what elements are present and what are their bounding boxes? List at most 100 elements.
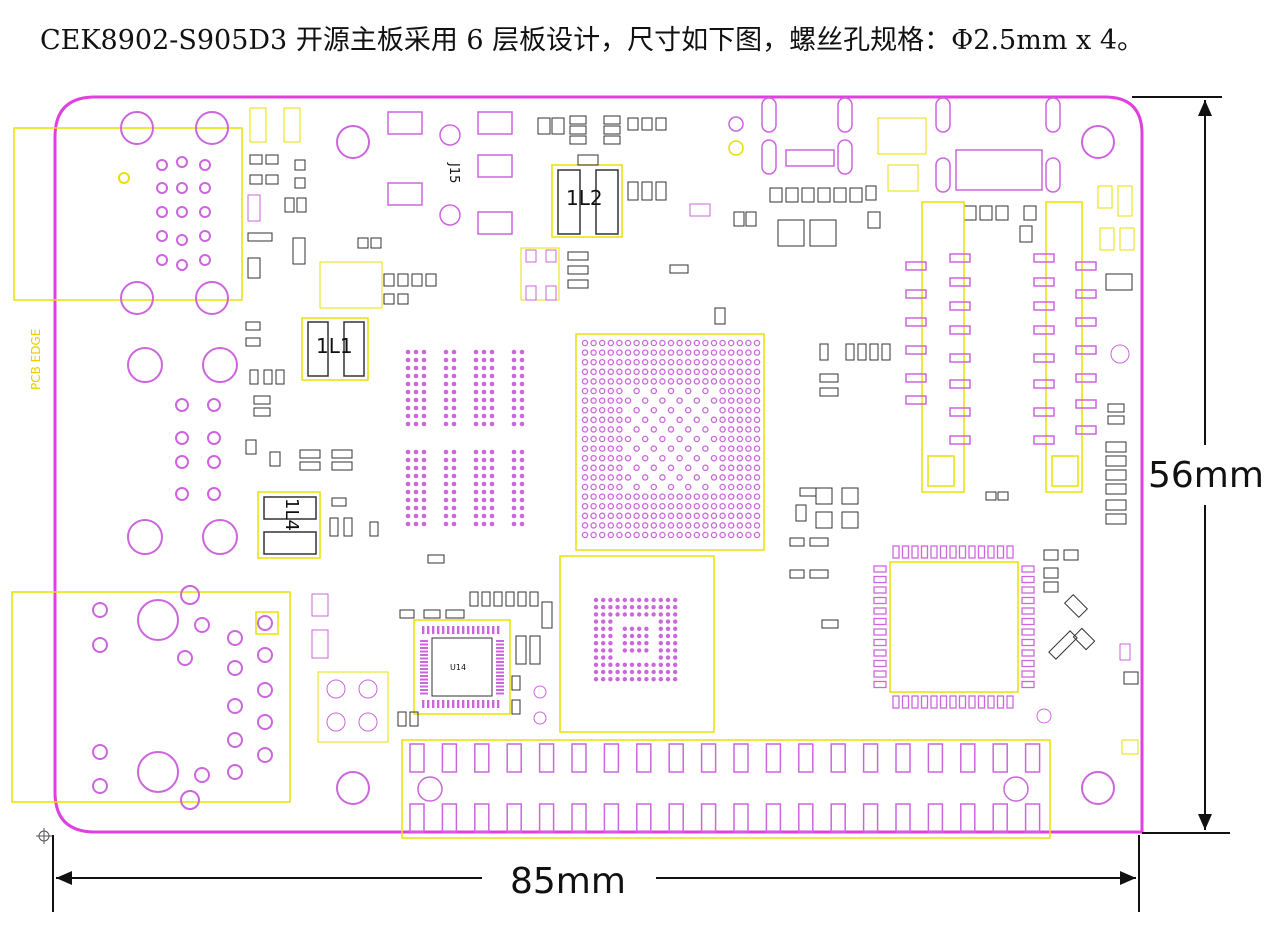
ddr-ball [481, 365, 487, 371]
soc-ball [719, 493, 726, 500]
u14-pin [427, 700, 430, 708]
soc-ball [624, 435, 632, 443]
soc-ball [684, 493, 692, 500]
soc-ball [598, 349, 606, 356]
soc-ball [684, 349, 692, 356]
emmc-ball [593, 612, 599, 617]
ddr-ball [413, 465, 419, 471]
soc-ball [693, 502, 701, 510]
u14-pin [420, 668, 428, 670]
qfn-pin [873, 586, 887, 594]
soc-ball [710, 531, 718, 539]
qfn-pin [958, 545, 967, 559]
soc-ball [624, 474, 632, 481]
emmc-ball [673, 648, 678, 653]
ddr-ball [413, 373, 419, 379]
soc-ball [650, 512, 658, 520]
soc-ball [676, 397, 683, 404]
soc-ball [753, 483, 761, 491]
soc-ball [676, 493, 683, 500]
soc-ball [727, 368, 735, 376]
soc-ball [650, 464, 658, 472]
u14-pin [420, 692, 428, 695]
soc-ball [736, 474, 744, 481]
ddr-ball [413, 449, 419, 455]
soc-ball [745, 426, 752, 433]
ddr-ball [443, 513, 449, 519]
u14-pin [482, 626, 485, 634]
u14-pin [496, 654, 504, 656]
soc-ball [659, 349, 666, 356]
inductor-1l2-label: 1L2 [566, 186, 603, 210]
soc-ball [667, 502, 675, 510]
soc-ball [650, 378, 658, 385]
qfn-pin [1021, 628, 1035, 636]
soc-ball [702, 512, 709, 520]
ddr-ball [519, 413, 525, 419]
soc-ball [745, 454, 752, 462]
soc-ball [753, 349, 761, 356]
soc-ball [702, 493, 709, 500]
ddr-ball [451, 505, 457, 511]
soc-bga-outline [575, 333, 765, 551]
ddr-ball [473, 521, 479, 527]
ddr-ball [405, 473, 411, 479]
ddr-ball [405, 481, 411, 487]
ddr-ball [405, 521, 411, 527]
emmc-ball [637, 626, 642, 631]
ddr-ball [413, 357, 419, 363]
ddr-ball [443, 397, 449, 403]
smd-pads-middle [789, 487, 1096, 724]
emmc-ball [673, 597, 678, 603]
emmc-ball [593, 662, 599, 667]
ddr-ball [481, 349, 487, 355]
soc-ball [641, 416, 649, 424]
soc-ball [710, 454, 718, 462]
qfn-pin [949, 545, 957, 559]
soc-ball [650, 522, 658, 529]
emmc-ball [673, 641, 678, 646]
emmc-ball [644, 648, 649, 653]
soc-ball [719, 349, 726, 356]
ddr-ball [481, 449, 487, 455]
soc-ball [702, 445, 709, 452]
qfn-pin [977, 695, 986, 709]
soc-ball [684, 483, 692, 491]
soc-ball [616, 531, 623, 539]
soc-ball [727, 426, 735, 433]
soc-ball [745, 368, 752, 376]
ddr-ball [511, 481, 517, 487]
ddr-ball [421, 513, 427, 519]
soc-ball [616, 358, 623, 366]
header-pin [441, 743, 458, 773]
emmc-ball [622, 641, 627, 646]
emmc-ball [615, 669, 620, 675]
soc-ball [745, 339, 752, 347]
soc-ball [753, 512, 761, 520]
soc-ball [753, 435, 761, 443]
qfn-pin [987, 695, 995, 709]
soc-ball [719, 531, 726, 539]
ddr-ball [481, 473, 487, 479]
soc-ball [590, 493, 597, 500]
soc-ball [590, 522, 597, 529]
emmc-ball [658, 641, 663, 646]
ddr-ball [443, 373, 449, 379]
inductor-1l4-label: 1L4 [281, 498, 302, 531]
soc-ball [598, 531, 606, 539]
header-pin [538, 803, 555, 833]
soc-ball [650, 349, 658, 356]
emmc-ball [658, 633, 663, 639]
connector-holes-top [118, 111, 229, 315]
qfn-pin [977, 545, 986, 559]
soc-ball [659, 522, 666, 529]
soc-ball [590, 512, 597, 520]
ddr-ball [405, 413, 411, 419]
soc-ball [753, 416, 761, 424]
ddr-ball [443, 481, 449, 487]
emmc-ball [637, 633, 642, 639]
emmc-ball [601, 669, 606, 675]
soc-ball [616, 416, 623, 424]
emmc-ball [615, 612, 620, 617]
soc-ball [581, 474, 589, 481]
